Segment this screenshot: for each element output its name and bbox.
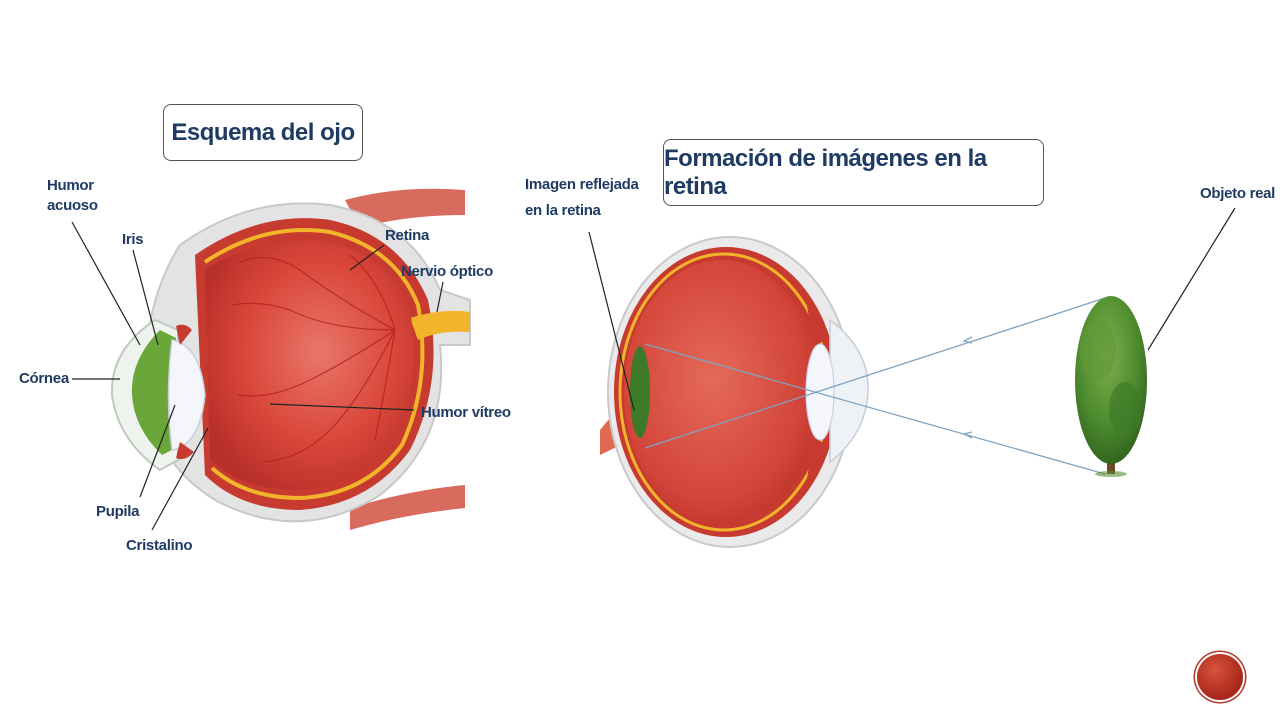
label-humor-vitreo: Humor vítreo — [421, 404, 511, 421]
label-objeto-real: Objeto real — [1200, 185, 1276, 202]
retina-line — [203, 228, 425, 501]
label-pupila: Pupila — [96, 503, 140, 520]
iris-shape — [131, 330, 176, 455]
left-diagram-title: Esquema del ojo — [163, 104, 363, 161]
label-retina: Retina — [385, 227, 430, 244]
label-iris: Iris — [122, 231, 144, 248]
lower-muscle — [350, 485, 465, 530]
left-leader-lines — [71, 221, 444, 531]
label-nervio-optico: Nervio óptico — [401, 263, 493, 280]
left-eye-illustration — [110, 188, 471, 530]
label-imagen-reflejada: Imagen reflejada en la retina — [525, 176, 639, 219]
next-slide-button[interactable] — [1197, 654, 1243, 700]
real-object-tree — [1075, 296, 1147, 477]
right-leader-lines — [588, 207, 1236, 411]
right-eye-illustration — [600, 236, 869, 548]
vitreous-body — [205, 239, 414, 490]
upper-muscle — [345, 188, 465, 228]
right-lens — [805, 343, 835, 441]
lens-shape — [167, 339, 206, 451]
label-humor-acuoso: Humor acuoso — [47, 177, 98, 214]
optic-nerve — [410, 310, 470, 340]
blood-vessels — [231, 254, 396, 463]
inverted-tree-image — [630, 346, 650, 438]
label-cornea: Córnea — [19, 370, 69, 387]
right-cornea — [829, 318, 869, 464]
right-diagram-title: Formación de imágenes en la retina — [663, 139, 1044, 206]
label-cristalino: Cristalino — [126, 537, 193, 554]
light-rays — [644, 297, 1106, 475]
